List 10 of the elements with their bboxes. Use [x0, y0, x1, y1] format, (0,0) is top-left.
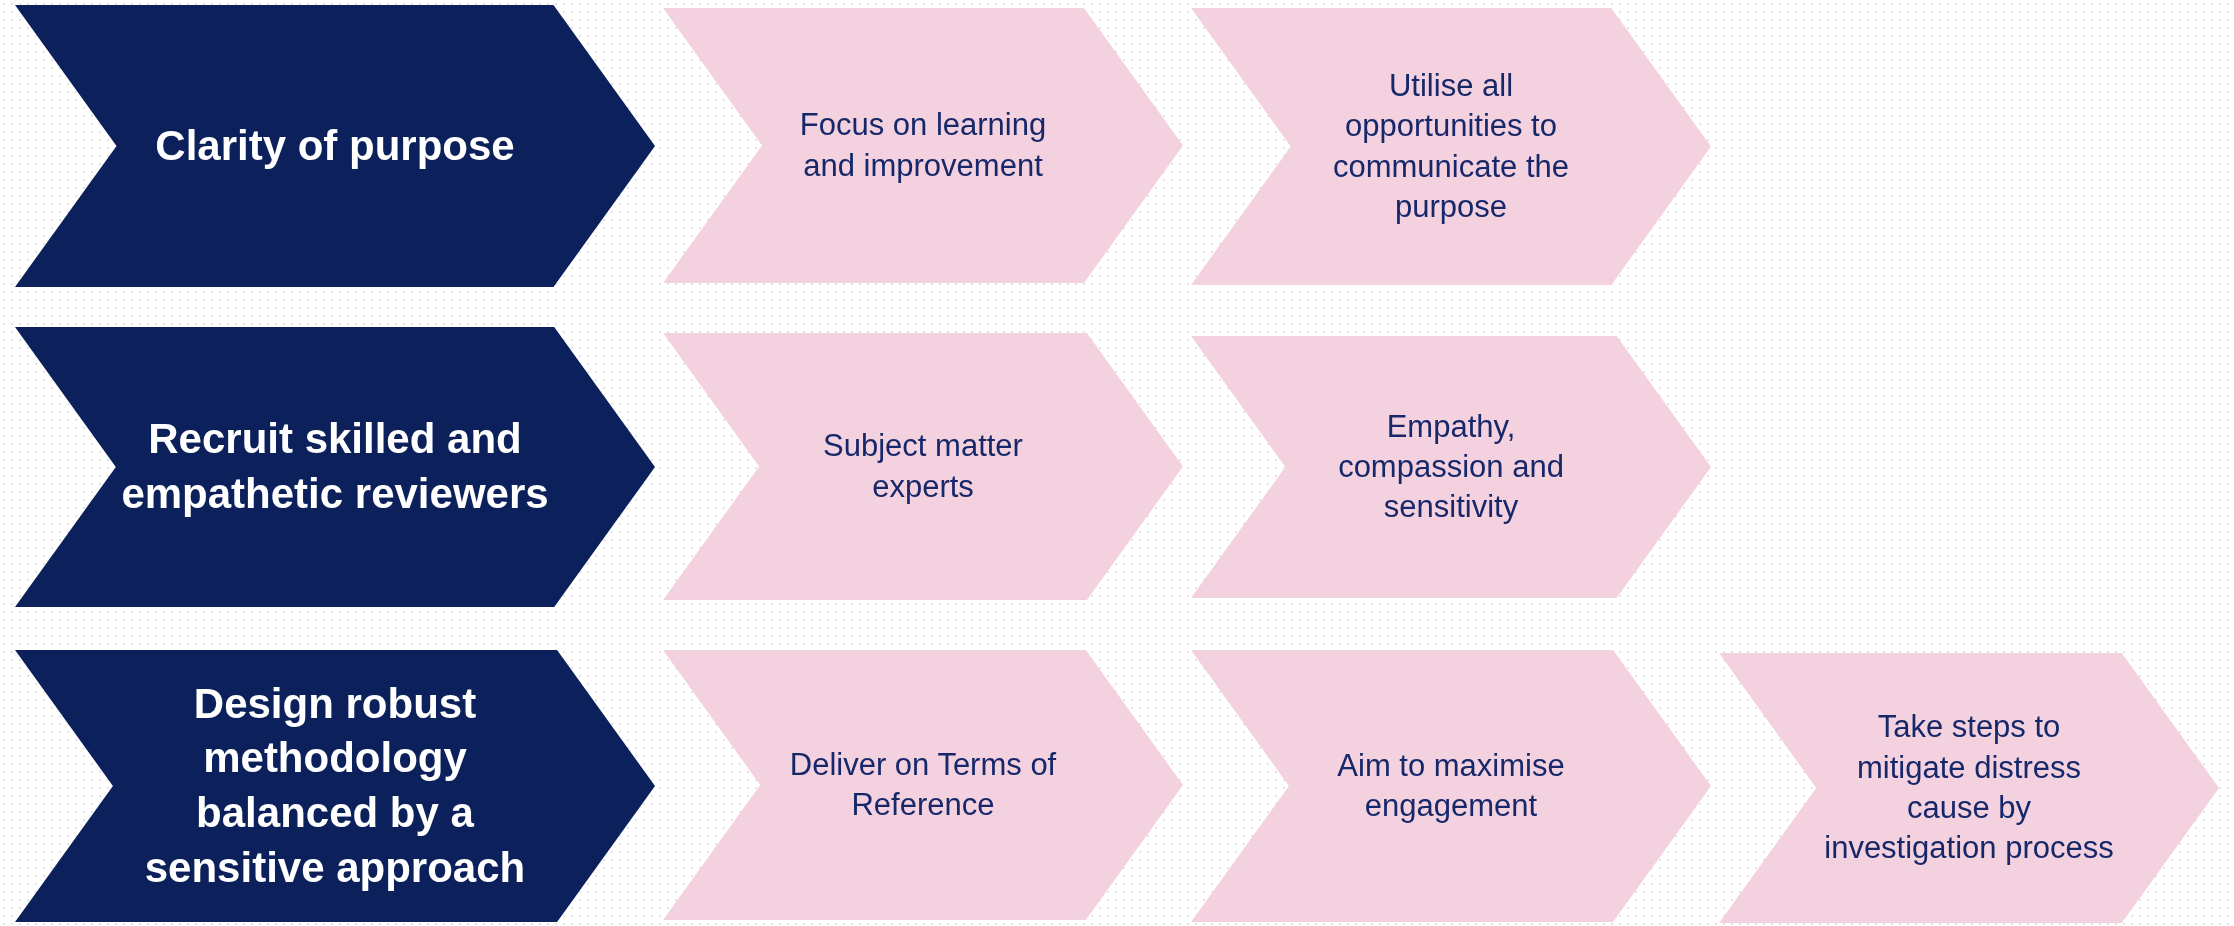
stage-heading: Recruit skilled and empathetic reviewers [15, 327, 655, 607]
process-step: Aim to maximise engagement [1191, 650, 1711, 922]
stage-heading: Design robust methodology balanced by a sensitive approach [15, 650, 655, 922]
process-step: Utilise all opportunities to communicate the purpose [1191, 8, 1711, 285]
process-step: Focus on learning and improvement [663, 8, 1183, 283]
stage-heading: Clarity of purpose [15, 5, 655, 287]
process-step: Empathy, compassion and sensitivity [1191, 336, 1711, 598]
process-step: Subject matter experts [663, 333, 1183, 600]
process-step: Take steps to mitigate distress cause by investigation process [1719, 653, 2219, 923]
process-step: Deliver on Terms of Reference [663, 650, 1183, 920]
